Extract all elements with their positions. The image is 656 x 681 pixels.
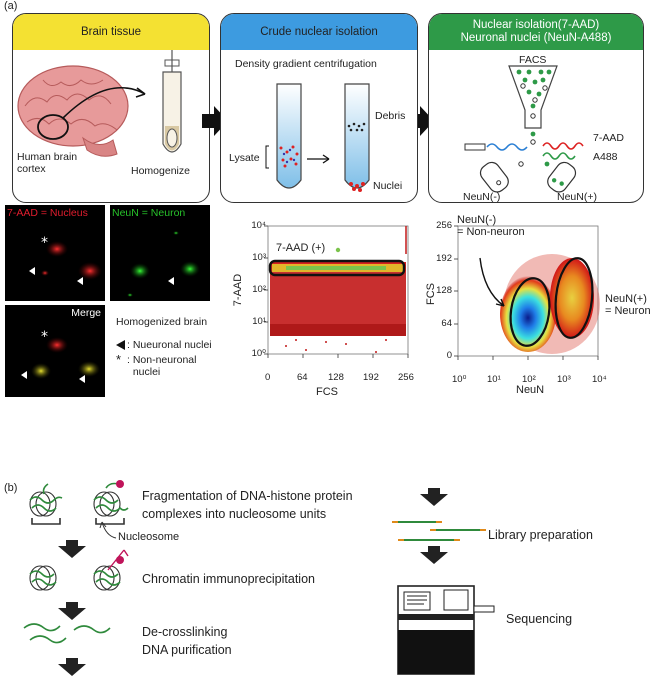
ytick: 10⁴ [251, 220, 266, 231]
plot1-xticks: 0 64 128 192 256 [226, 372, 416, 386]
micrograph-7aad-image: * [29, 235, 102, 285]
ytick: 256 [436, 220, 452, 231]
micrograph-neun: NeuN = Neuron [110, 205, 210, 301]
library-prep-diagram [392, 488, 486, 564]
facs-label: FACS [519, 54, 547, 66]
xtick: 128 [328, 372, 344, 383]
step-fragmentation-line2: complexes into nucleosome units [142, 507, 327, 521]
debris-label: Debris [375, 110, 406, 122]
xtick: 10² [522, 374, 536, 385]
xtick: 0 [265, 372, 271, 383]
svg-text:*: * [41, 235, 48, 251]
nucleosome-label: Nucleosome [118, 531, 180, 543]
step-library-preparation: Library preparation [488, 528, 593, 542]
arrow-right-icon [202, 106, 228, 136]
xtick: 10⁴ [592, 374, 607, 385]
step-fragmentation-line1: Fragmentation of DNA-histone protein [142, 489, 353, 503]
plot2-xticks: 10⁰ 10¹ 10² 10³ 10⁴ [434, 374, 644, 388]
flow-plot-fcs-vs-neun [454, 225, 600, 360]
xtick: 10³ [557, 374, 571, 385]
xtick: 256 [398, 372, 414, 383]
ytick: 192 [436, 253, 452, 264]
a488-label: A488 [593, 151, 618, 163]
micrograph-neun-label: NeuN = Neuron [112, 207, 186, 219]
micrograph-merge-label: Merge [71, 307, 101, 319]
step-chip: Chromatin immunoprecipitation [142, 572, 315, 586]
chip-workflow-diagram [23, 480, 129, 676]
micrograph-7aad: 7-AAD = Nucleus * [5, 205, 105, 301]
ytick: 128 [436, 285, 452, 296]
homogenized-brain-label: Homogenized brain [116, 316, 208, 328]
asterisk-marker-icon: * [116, 352, 122, 367]
plot2-ylabel: FCS [425, 283, 437, 305]
neun-pos-label: NeuN(+) [557, 191, 597, 203]
plot1-ylabel: 7-AAD [232, 273, 245, 307]
plot1-yticks: 10⁴ 10³ 10² 10¹ 10⁰ [244, 220, 266, 370]
panel-facs-header: Nuclear isolation(7-AAD) Neuronal nuclei… [429, 14, 643, 50]
gate-label-7aad: 7-AAD (+) [276, 242, 326, 254]
ytick: 10³ [252, 252, 266, 263]
xtick: 10¹ [487, 374, 501, 385]
panel-brain-tissue-title: Brain tissue [80, 25, 142, 38]
xtick: 64 [297, 372, 308, 383]
panel-crude-isolation-header: Crude nuclear isolation [221, 14, 417, 50]
neun-neg-label: NeuN(-) [463, 191, 501, 203]
xtick: 10⁰ [452, 374, 467, 385]
brain-illustration [17, 50, 182, 157]
panel-brain-tissue-header: Brain tissue [13, 14, 209, 50]
sequencer-icon [397, 585, 495, 675]
panel-crude-isolation-title: Crude nuclear isolation [260, 25, 378, 38]
micrograph-7aad-label: 7-AAD = Nucleus [7, 207, 88, 219]
cortex-label: Human brain cortex [17, 151, 78, 175]
figure-label-b: (b) [4, 482, 18, 494]
non-neuronal-nuclei-label: : Non-neuronal nuclei [127, 354, 197, 378]
svg-text:*: * [41, 329, 48, 345]
panel-brain-tissue: Brain tissue Human brain cortex Homogeni… [12, 13, 210, 203]
xtick: 192 [363, 372, 379, 383]
ytick: 10¹ [252, 316, 266, 327]
ytick: 0 [446, 350, 452, 361]
neun-negative-label: NeuN(-) = Non-neuron [457, 214, 525, 238]
arrow-right-icon [408, 106, 434, 136]
plot1-xlabel: FCS [316, 386, 338, 398]
micrograph-merge: Merge * [5, 305, 105, 397]
micrograph-neun-image [127, 231, 200, 297]
step-decrosslinking: De-crosslinking [142, 625, 228, 639]
panel-crude-isolation: Crude nuclear isolation Density gradient… [220, 13, 418, 203]
neuronal-nuclei-label: : Nueuronal nuclei [127, 339, 212, 351]
plot2-xlabel: NeuN [516, 384, 545, 396]
nuclei-label: Nuclei [373, 180, 403, 192]
plot2-yticks: 256 192 128 64 0 [428, 220, 452, 370]
figure-label-a: (a) [4, 0, 18, 12]
panel-facs: Nuclear isolation(7-AAD) Neuronal nuclei… [428, 13, 644, 203]
centrifuge-tubes [265, 83, 370, 192]
neun-positive-label: NeuN(+) = Neuron [605, 293, 651, 317]
micrograph-merge-image: * [21, 329, 100, 383]
density-gradient-label: Density gradient centrifugation [235, 58, 377, 70]
lysate-label: Lysate [229, 152, 260, 164]
step-sequencing: Sequencing [506, 612, 573, 626]
panel-facs-title-1: Nuclear isolation(7-AAD) [472, 19, 600, 31]
panel-facs-title-2: Neuronal nuclei (NeuN-A488) [460, 32, 612, 44]
flow-plot-7aad-vs-fcs [264, 225, 409, 358]
aad-label: 7-AAD [593, 132, 624, 144]
ytick: 64 [441, 318, 452, 329]
ytick: 10² [252, 284, 266, 295]
ytick: 10⁰ [251, 348, 266, 359]
step-dna-purification: DNA purification [142, 643, 232, 657]
homogenize-label: Homogenize [131, 165, 190, 177]
neuronal-marker-icon [116, 340, 125, 350]
facs-illustration [464, 65, 584, 193]
